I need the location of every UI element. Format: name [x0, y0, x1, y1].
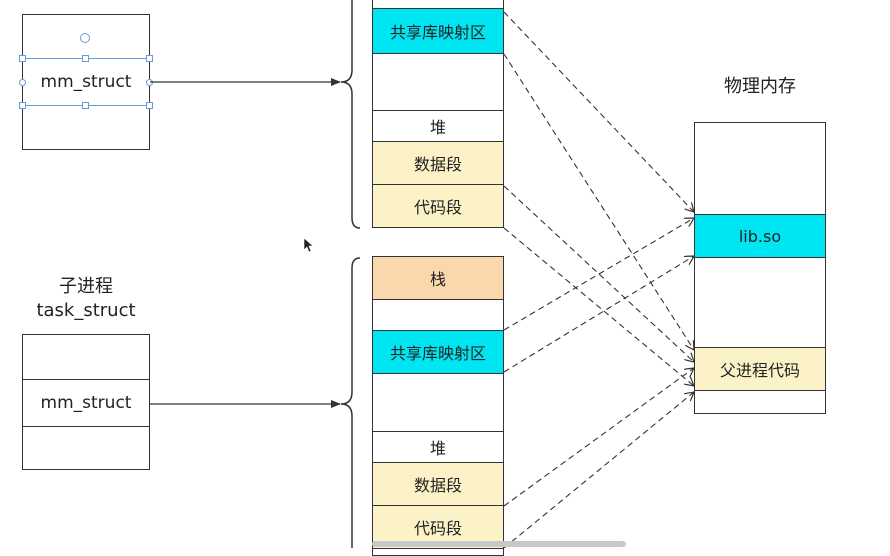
- selection-handle[interactable]: [19, 79, 26, 86]
- parent-shared-lib-region: 共享库映射区: [372, 8, 504, 54]
- mapping-arrow: [503, 185, 694, 362]
- mapping-arrow: [503, 218, 694, 331]
- mapping-arrow: [503, 368, 694, 507]
- physical-lib-so-region: lib.so: [694, 214, 826, 258]
- child-shared-lib-label: 共享库映射区: [389, 344, 486, 363]
- child-mm-struct-label: mm_struct: [40, 393, 132, 413]
- child-stack-label: 栈: [429, 270, 446, 289]
- mapping-arrow: [503, 11, 694, 212]
- mapping-arrow: [503, 53, 694, 350]
- physical-parent-code-label: 父进程代码: [719, 361, 800, 380]
- mouse-cursor-icon: [303, 237, 314, 253]
- physical-lib-so-label: lib.so: [738, 226, 782, 246]
- mapping-arrow: [503, 227, 694, 386]
- selection-handle[interactable]: [19, 102, 26, 109]
- selection-handle[interactable]: [82, 55, 89, 62]
- child-shared-lib-region: 共享库映射区: [372, 330, 504, 374]
- parent-data-label: 数据段: [413, 155, 462, 174]
- parent-heap-region: 堆: [372, 110, 504, 142]
- parent-shared-lib-label: 共享库映射区: [389, 23, 486, 42]
- selection-handle[interactable]: [82, 102, 89, 109]
- parent-data-segment: 数据段: [372, 141, 504, 185]
- child-process-label: 子进程: [59, 276, 113, 297]
- selection-handle[interactable]: [146, 55, 153, 62]
- parent-code-label: 代码段: [413, 198, 462, 217]
- selection-handle[interactable]: [146, 102, 153, 109]
- child-task-struct-divider-top: [23, 379, 149, 380]
- child-task-struct-divider-bottom: [23, 426, 149, 427]
- physical-memory-title: 物理内存: [724, 76, 796, 97]
- child-heap-label: 堆: [429, 439, 446, 458]
- child-process-title: 子进程 task_struct: [22, 272, 150, 321]
- parent-brace: [340, 0, 361, 229]
- selection-handle[interactable]: [19, 55, 26, 62]
- parent-heap-label: 堆: [429, 118, 446, 137]
- mapping-arrow: [503, 392, 694, 548]
- child-stack-region: 栈: [372, 256, 504, 300]
- child-heap-region: 堆: [372, 431, 504, 463]
- rotate-handle[interactable]: [80, 33, 90, 43]
- parent-mm-struct-cell[interactable]: mm_struct: [23, 59, 149, 105]
- child-task-struct-label: task_struct: [36, 300, 136, 321]
- parent-code-segment: 代码段: [372, 184, 504, 228]
- child-data-label: 数据段: [413, 476, 462, 495]
- child-task-struct-box: mm_struct: [22, 334, 150, 470]
- horizontal-scrollbar[interactable]: [372, 541, 626, 547]
- mapping-arrow: [503, 256, 694, 373]
- parent-mm-struct-label: mm_struct: [40, 72, 132, 92]
- physical-parent-code-region: 父进程代码: [694, 347, 826, 391]
- child-data-segment: 数据段: [372, 462, 504, 506]
- child-mm-struct-cell[interactable]: mm_struct: [23, 380, 149, 426]
- child-brace: [340, 257, 361, 548]
- child-code-label: 代码段: [413, 519, 462, 538]
